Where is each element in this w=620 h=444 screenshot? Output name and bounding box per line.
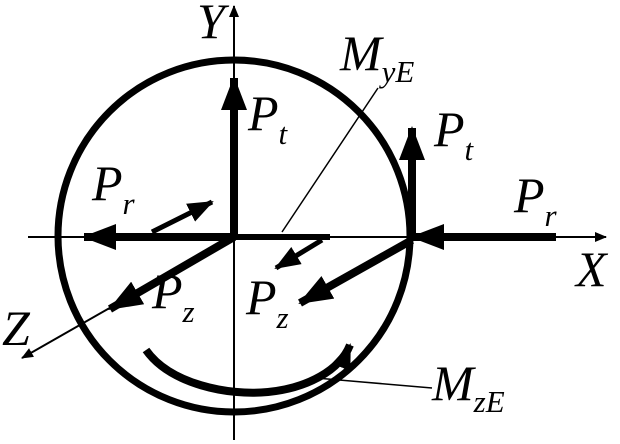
- pz-right-arrow: [298, 236, 414, 307]
- m-ye-arrow-right: [274, 237, 324, 271]
- m-ze-curved-arrow: [142, 343, 354, 397]
- m-ye-arrow-left: [150, 199, 214, 235]
- pt-center-label: Pt: [247, 85, 289, 151]
- y-axis-label: Y: [197, 0, 230, 49]
- pt-right-label: Pt: [433, 101, 475, 167]
- m-ye-label: MyE: [339, 25, 414, 89]
- pr-center-label: Pr: [91, 155, 136, 221]
- pr-right-label: Pr: [513, 167, 558, 233]
- pz-right-label: Pz: [245, 269, 289, 335]
- x-axis-label: X: [574, 241, 609, 297]
- z-axis-label: Z: [2, 300, 31, 356]
- m-ze-label: MzE: [431, 355, 505, 419]
- m-ze-leader-line: [315, 377, 433, 389]
- pz-center-label: Pz: [151, 263, 195, 329]
- pz-center-arrow: [107, 233, 237, 313]
- m-ye-leader-line: [281, 87, 379, 233]
